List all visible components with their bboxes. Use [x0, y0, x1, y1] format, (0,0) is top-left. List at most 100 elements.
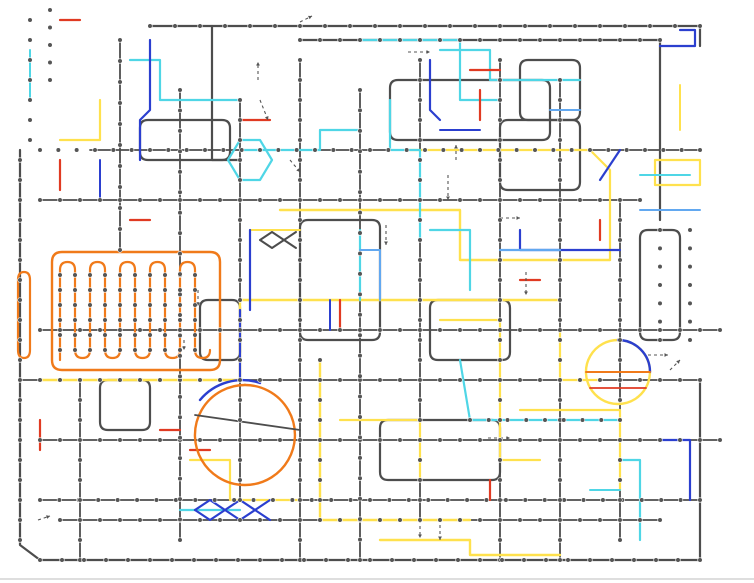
metabolite-node — [577, 377, 583, 383]
metabolite-node — [57, 302, 63, 308]
metabolite-node — [477, 557, 483, 563]
metabolite-node — [87, 332, 93, 338]
pathway-line-48 — [128, 58, 242, 102]
metabolite-node — [447, 23, 453, 29]
metabolite-node — [457, 327, 463, 333]
metabolite-node — [437, 197, 443, 203]
metabolite-node — [497, 157, 503, 163]
metabolite-node — [81, 557, 87, 563]
metabolite-node — [147, 332, 153, 338]
metabolite-node — [657, 227, 663, 233]
metabolite-node — [237, 237, 243, 243]
metabolite-node — [467, 417, 473, 423]
metabolite-node — [57, 327, 63, 333]
metabolite-node — [56, 497, 63, 503]
metabolite-node — [417, 297, 423, 303]
metabolite-node — [517, 327, 523, 333]
metabolite-node — [323, 557, 329, 563]
metabolite-node — [579, 417, 586, 423]
metabolite-node — [237, 327, 243, 333]
metabolite-node — [417, 217, 423, 223]
metabolite-node — [177, 271, 183, 277]
metabolite-node — [386, 497, 393, 503]
metabolite-node — [237, 377, 243, 383]
metabolite-node — [717, 327, 723, 333]
metabolite-node — [464, 497, 470, 503]
metabolite-node — [47, 42, 53, 48]
metabolite-node — [337, 517, 343, 523]
metabolite-nodes — [17, 7, 723, 563]
metabolite-node — [77, 537, 83, 543]
metabolite-node — [687, 227, 693, 233]
metabolite-node — [37, 377, 43, 383]
metabolite-node — [357, 148, 363, 154]
metabolite-node — [117, 287, 123, 293]
metabolite-node — [357, 210, 363, 216]
metabolite-node — [417, 437, 423, 443]
metabolite-node — [57, 437, 63, 443]
metabolite-node — [235, 557, 241, 563]
metabolite-node — [177, 287, 183, 293]
metabolite-node — [580, 497, 587, 503]
metabolite-node — [237, 297, 243, 303]
metabolite-node — [177, 496, 183, 502]
metabolite-node — [537, 327, 543, 333]
metabolite-node — [77, 437, 83, 443]
metabolite-node — [477, 37, 483, 43]
metabolite-node — [547, 23, 553, 29]
pathway-line-64 — [598, 148, 622, 182]
metabolite-node — [557, 357, 563, 363]
metabolite-node — [17, 337, 23, 343]
arrow-head-icon — [524, 291, 528, 295]
metabolite-node — [472, 23, 478, 29]
metabolite-node — [497, 97, 503, 103]
metabolite-node — [657, 517, 663, 523]
metabolite-node — [17, 437, 23, 443]
metabolite-node — [297, 217, 303, 223]
metabolite-node — [328, 497, 334, 503]
metabolite-node — [59, 557, 65, 563]
metabolite-node — [317, 327, 323, 333]
metabolite-node — [617, 297, 623, 303]
metabolite-node — [17, 357, 23, 363]
metabolite-node — [357, 496, 363, 502]
metabolite-node — [345, 557, 351, 563]
metabolite-node — [617, 457, 623, 463]
metabolite-node — [639, 497, 645, 503]
metabolite-node — [47, 77, 53, 83]
metabolite-node — [417, 57, 423, 63]
metabolite-node — [497, 197, 503, 203]
metabolite-node — [147, 302, 153, 308]
metabolite-node — [277, 197, 283, 203]
metabolite-node — [597, 327, 603, 333]
metabolite-node — [550, 147, 556, 153]
metabolite-node — [237, 517, 243, 523]
metabolite-node — [417, 317, 423, 323]
cycle-circle-right-arc — [616, 338, 652, 374]
metabolite-node — [102, 302, 108, 308]
metabolite-node — [213, 557, 219, 563]
metabolite-node — [497, 517, 503, 523]
metabolite-node — [297, 97, 303, 103]
metabolite-node — [297, 417, 303, 423]
metabolite-node — [597, 37, 603, 43]
metabolite-node — [17, 157, 23, 163]
pathway-line-21 — [388, 78, 552, 142]
metabolite-node — [404, 147, 410, 153]
metabolite-node — [497, 77, 503, 83]
metabolite-node — [657, 337, 663, 343]
metabolite-node — [657, 245, 663, 251]
metabolite-node — [317, 517, 323, 523]
metabolite-node — [297, 257, 303, 263]
metabolite-node — [317, 457, 323, 463]
metabolite-node — [192, 332, 198, 338]
metabolite-node — [600, 497, 606, 503]
metabolite-node — [17, 517, 23, 523]
metabolite-node — [557, 157, 563, 163]
metabolite-node — [17, 197, 23, 203]
metabolite-node — [162, 287, 168, 293]
metabolite-node — [457, 37, 463, 43]
metabolite-node — [503, 497, 509, 503]
metabolite-node — [617, 437, 623, 443]
